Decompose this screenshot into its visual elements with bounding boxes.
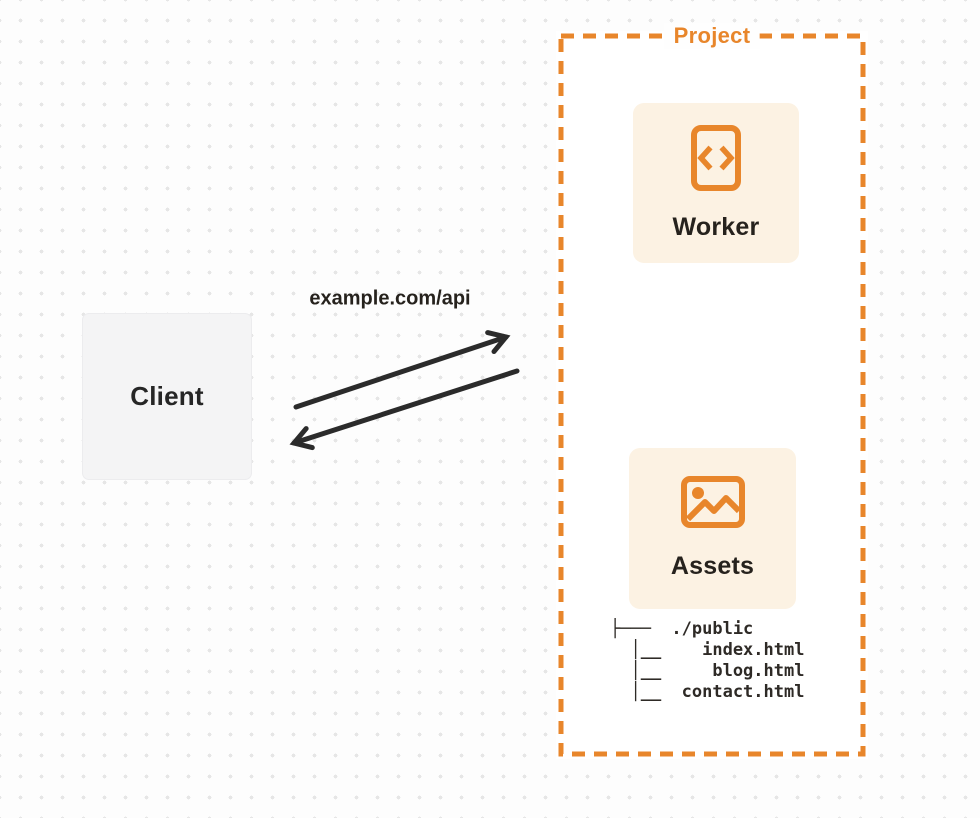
file-tree-line-index: │__ index.html bbox=[610, 640, 805, 660]
code-file-icon bbox=[691, 124, 741, 191]
file-tree-line-public: ├─── ./public bbox=[610, 619, 754, 639]
file-tree-line-contact: │__ contact.html bbox=[610, 682, 805, 702]
worker-card: Worker bbox=[633, 103, 799, 263]
client-node: Client bbox=[82, 313, 252, 480]
file-tree-line-blog: │__ blog.html bbox=[610, 661, 805, 681]
request-arrow bbox=[293, 330, 511, 410]
client-label: Client bbox=[130, 381, 204, 411]
request-url-label: example.com/api bbox=[309, 287, 471, 310]
assets-label: Assets bbox=[670, 552, 755, 580]
file-tree: ├─── ./public │__ index.html │__ blog.ht… bbox=[610, 619, 804, 703]
image-icon bbox=[680, 476, 745, 528]
response-arrow bbox=[289, 368, 520, 451]
assets-card: Assets bbox=[629, 448, 796, 609]
project-label: Project bbox=[664, 23, 760, 49]
project-dashed-border bbox=[558, 33, 866, 757]
worker-label: Worker bbox=[672, 212, 760, 241]
